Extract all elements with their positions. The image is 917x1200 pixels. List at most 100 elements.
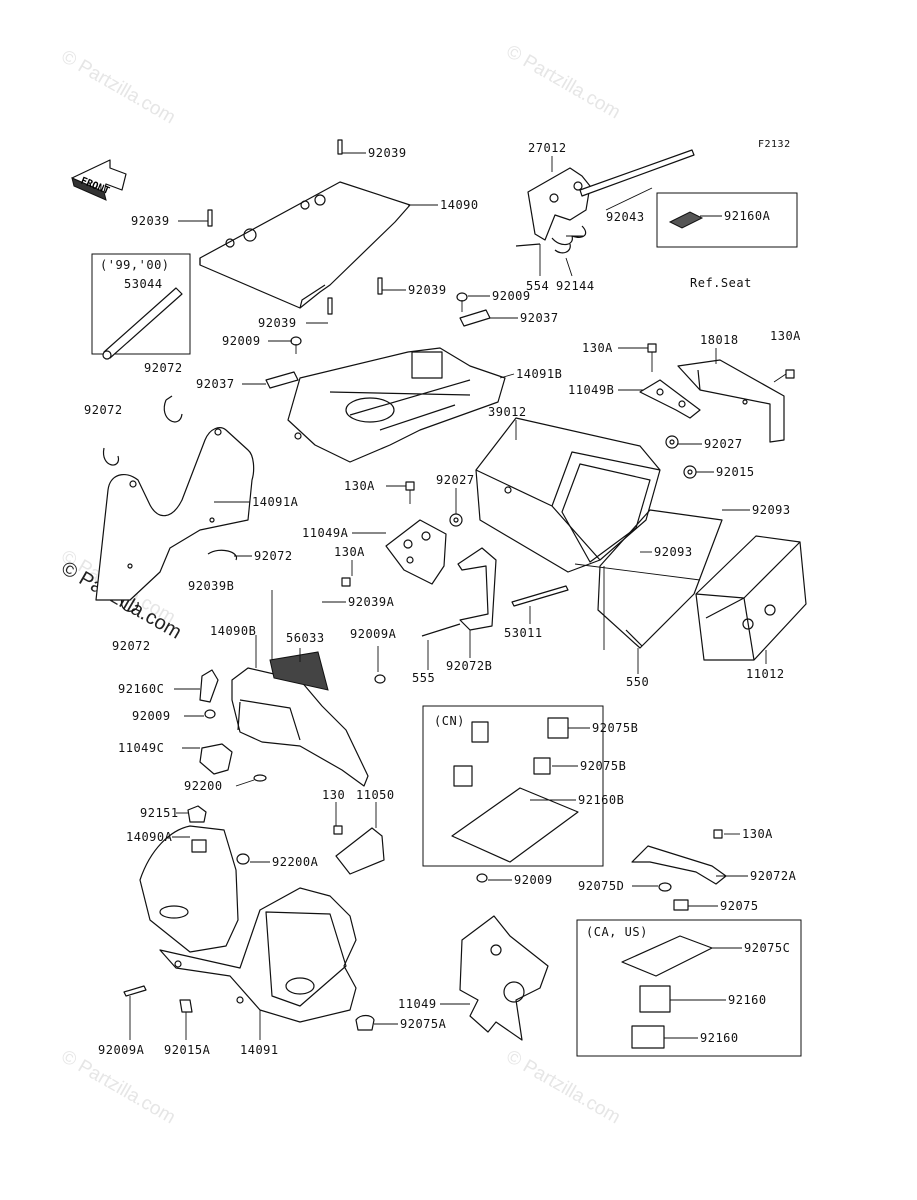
label-14091: 14091 bbox=[240, 1043, 279, 1057]
strap-92072B bbox=[457, 547, 497, 631]
strip-92037-left bbox=[265, 371, 299, 389]
label-92015A: 92015A bbox=[164, 1043, 211, 1057]
battery-11012 bbox=[695, 535, 807, 661]
clips-92072 bbox=[103, 395, 238, 612]
label-92160: 92160 bbox=[728, 993, 767, 1007]
bracket-11049 bbox=[459, 915, 549, 1041]
label-92144: 92144 bbox=[556, 279, 595, 293]
label-92160C: 92160C bbox=[118, 682, 164, 696]
label-14090A: 14090A bbox=[126, 830, 173, 844]
strip-92037-right bbox=[459, 309, 491, 327]
label-92072: 92072 bbox=[84, 403, 123, 417]
ref-seat-box bbox=[656, 192, 798, 248]
ref-seat-label: Ref.Seat bbox=[690, 276, 752, 290]
battery-box-39012 bbox=[475, 417, 661, 573]
side-panel-14091A bbox=[95, 427, 255, 601]
label-92075: 92075 bbox=[720, 899, 759, 913]
bracket-11049B bbox=[639, 379, 701, 419]
label-92039: 92039 bbox=[258, 316, 297, 330]
part-labels: 92039 14090 92039 92039 92039 53044 9207… bbox=[84, 141, 801, 1057]
label-11049A: 11049A bbox=[302, 526, 349, 540]
label-92093: 92093 bbox=[654, 545, 693, 559]
label-14091A: 14091A bbox=[252, 495, 299, 509]
label-130A: 130A bbox=[770, 329, 801, 343]
washers bbox=[449, 435, 697, 527]
watermark: © Partzilla.com bbox=[503, 1046, 624, 1128]
label-92027: 92027 bbox=[436, 473, 475, 487]
latch-bracket-27012 bbox=[515, 149, 695, 254]
label-92075B: 92075B bbox=[592, 721, 638, 735]
bracket-11049A bbox=[385, 519, 447, 585]
label-14090B: 14090B bbox=[210, 624, 256, 638]
label-554: 554 bbox=[526, 279, 549, 293]
bracket-11050 bbox=[335, 827, 385, 875]
grommet-92075A bbox=[355, 1014, 375, 1031]
label-56033: 56033 bbox=[286, 631, 325, 645]
label-92037: 92037 bbox=[196, 377, 235, 391]
label-130A: 130A bbox=[582, 341, 613, 355]
cn-label: (CN) bbox=[434, 714, 465, 728]
screws-92009 bbox=[290, 292, 468, 354]
label-92072A: 92072A bbox=[750, 869, 797, 883]
label-27012: 27012 bbox=[528, 141, 567, 155]
fender-14091 bbox=[159, 887, 357, 1023]
label-550: 550 bbox=[626, 675, 649, 689]
seat-base-plate-14090 bbox=[199, 181, 411, 309]
label-130A: 130A bbox=[344, 479, 375, 493]
label-14090: 14090 bbox=[440, 198, 479, 212]
label-92039: 92039 bbox=[368, 146, 407, 160]
label-92075B: 92075B bbox=[580, 759, 626, 773]
label-14091B: 14091B bbox=[516, 367, 562, 381]
assembly-guide-lines bbox=[566, 235, 701, 650]
cn-pads bbox=[451, 717, 579, 863]
label-92039A: 92039A bbox=[348, 595, 395, 609]
ca-us-label: (CA, US) bbox=[586, 925, 648, 939]
label-92009: 92009 bbox=[222, 334, 261, 348]
label-130: 130 bbox=[322, 788, 345, 802]
pin-550 bbox=[625, 629, 643, 647]
bolt-130A bbox=[713, 829, 723, 839]
label-555: 555 bbox=[412, 671, 435, 685]
label-11049: 11049 bbox=[398, 997, 437, 1011]
pad-92160A bbox=[668, 211, 704, 229]
label-39012: 39012 bbox=[488, 405, 527, 419]
label-92200A: 92200A bbox=[272, 855, 319, 869]
label-92009: 92009 bbox=[132, 709, 171, 723]
label-92075A: 92075A bbox=[400, 1017, 447, 1031]
label-92200: 92200 bbox=[184, 779, 223, 793]
label-92075C: 92075C bbox=[744, 941, 790, 955]
label-11012: 11012 bbox=[746, 667, 785, 681]
label-92009: 92009 bbox=[514, 873, 553, 887]
front-arrow-icon: FRONT bbox=[71, 159, 127, 201]
label-130A: 130A bbox=[742, 827, 773, 841]
rod-53044 bbox=[102, 287, 183, 360]
label-92075D: 92075D bbox=[578, 879, 624, 893]
label-92160B: 92160B bbox=[578, 793, 624, 807]
figure-id: F2132 bbox=[758, 139, 791, 150]
bracket-11049C bbox=[199, 743, 233, 775]
screw-92009A bbox=[374, 674, 386, 684]
label-92015: 92015 bbox=[716, 465, 755, 479]
label-92039: 92039 bbox=[408, 283, 447, 297]
pad-92075 bbox=[673, 899, 689, 911]
pad-92093 bbox=[597, 509, 723, 649]
grommet-92151 bbox=[187, 805, 207, 823]
screw-92009A bbox=[123, 985, 147, 997]
bracket-92072A bbox=[631, 845, 727, 885]
label-92009: 92009 bbox=[492, 289, 531, 303]
label-92009A: 92009A bbox=[350, 627, 397, 641]
label-18018: 18018 bbox=[700, 333, 739, 347]
years-label: ('99,'00) bbox=[100, 258, 170, 272]
years-box bbox=[91, 253, 191, 355]
cn-box bbox=[422, 705, 604, 867]
label-53011: 53011 bbox=[504, 626, 543, 640]
pin-555 bbox=[421, 623, 461, 637]
label-92072: 92072 bbox=[144, 361, 183, 375]
label-92151: 92151 bbox=[140, 806, 179, 820]
label-11050: 11050 bbox=[356, 788, 395, 802]
label-92043: 92043 bbox=[606, 210, 645, 224]
label-92072: 92072 bbox=[112, 639, 151, 653]
watermark: © Partzilla.com bbox=[58, 1046, 179, 1128]
bolt-130 bbox=[333, 825, 343, 835]
